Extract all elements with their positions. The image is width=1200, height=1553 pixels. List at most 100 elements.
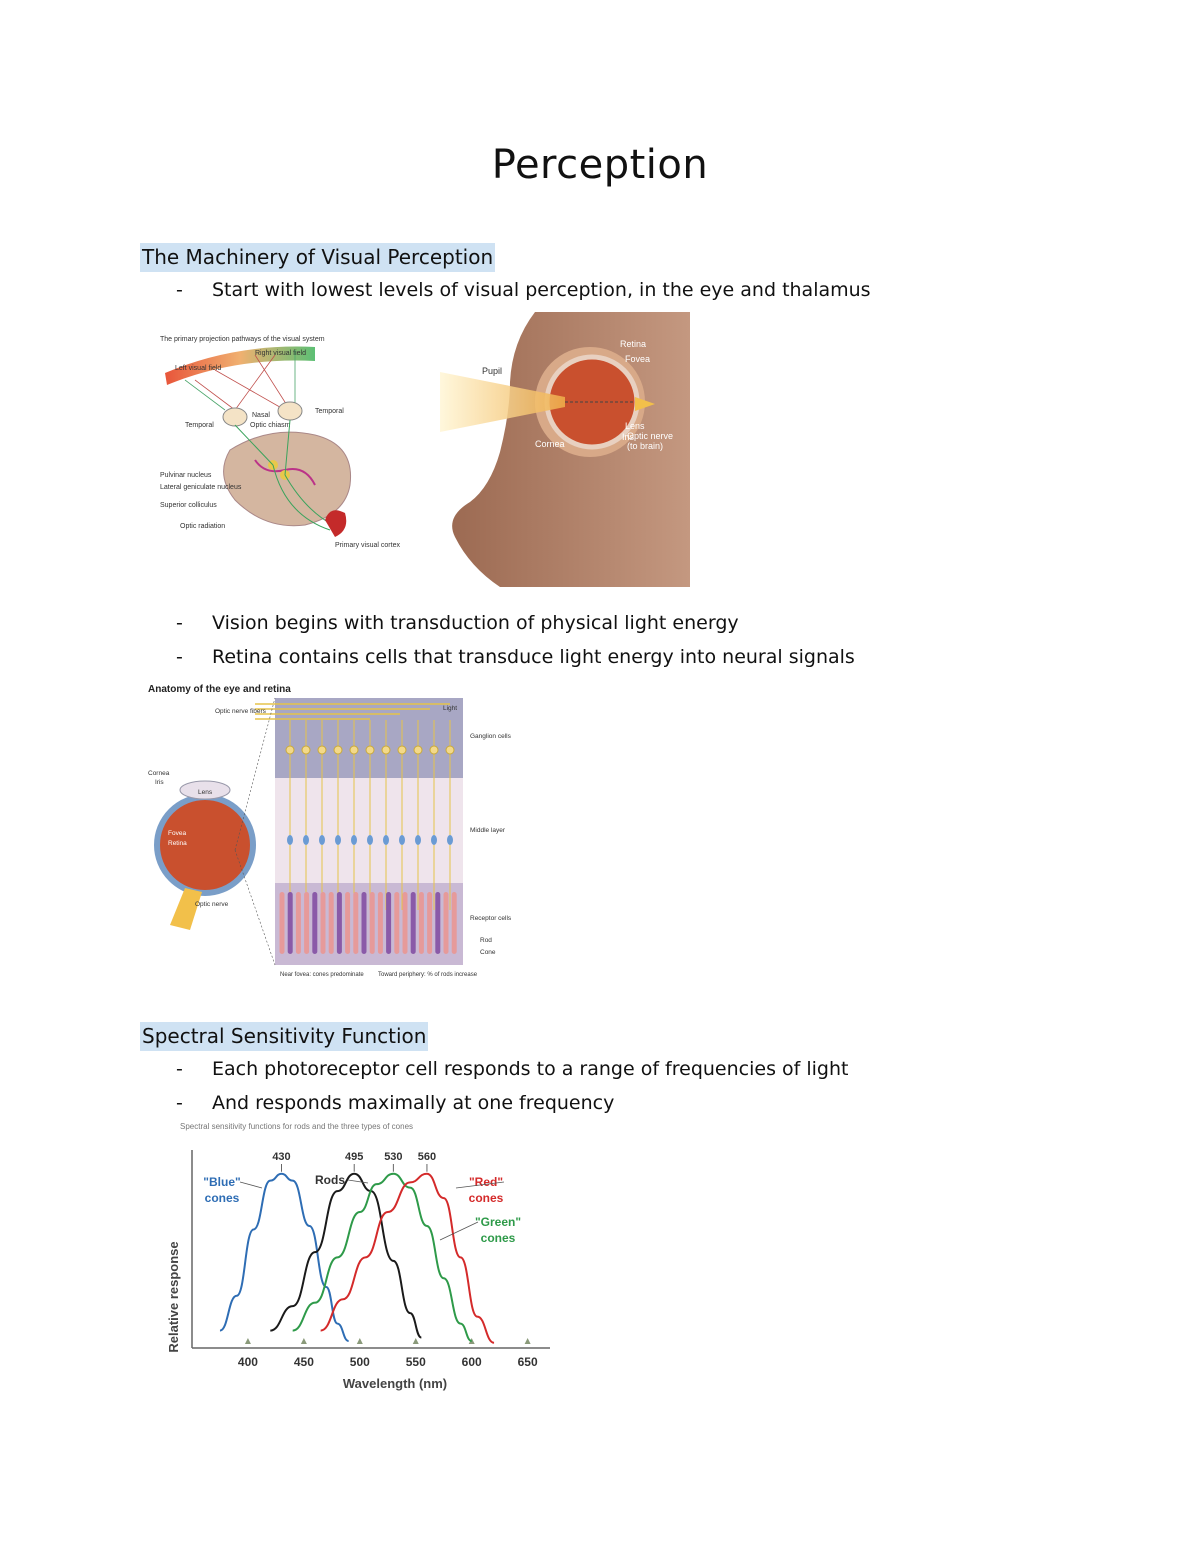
pathways-label: Temporal (315, 408, 344, 415)
retina-label: Receptor cells (470, 915, 512, 922)
pathways-label: Lateral geniculate nucleus (160, 484, 242, 491)
retina-title: Anatomy of the eye and retina (148, 684, 291, 695)
eye-label: Cornea (535, 439, 565, 449)
x-tick-mark (412, 1338, 419, 1344)
rod-cell (336, 892, 342, 954)
bullet-text: Vision begins with transduction of physi… (212, 612, 739, 634)
pathways-label: Superior colliculus (160, 502, 217, 509)
chart-title: Spectral sensitivity functions for rods … (180, 1122, 413, 1131)
right-eye-shape (277, 401, 303, 421)
eye-label: Pupil (482, 366, 502, 376)
cone-cell (320, 892, 326, 954)
visual-cortex-shape (325, 510, 347, 537)
series-line (320, 1172, 495, 1344)
optic-fiber-lines (255, 703, 450, 720)
receptor-layer-band (275, 883, 463, 965)
ganglion-cell (349, 745, 359, 755)
bipolar-cell (383, 835, 389, 845)
eye-label: Iris (622, 432, 634, 442)
bullet-text: Each photoreceptor cell responds to a ra… (212, 1058, 849, 1080)
projection-lines (184, 350, 296, 411)
bullet-dash: - (176, 612, 183, 634)
cone-cell (418, 892, 424, 954)
x-tick-mark (244, 1338, 251, 1344)
x-tick-mark (300, 1338, 307, 1344)
cone-cell (328, 892, 334, 954)
series-label-leader (347, 1179, 369, 1184)
pathways-label: Right visual field (255, 350, 306, 357)
bullet-text: Start with lowest levels of visual perce… (212, 279, 871, 301)
section-heading-machinery: The Machinery of Visual Perception (140, 243, 496, 272)
series-label-leader (455, 1181, 505, 1189)
ganglion-cell (413, 745, 423, 755)
visual-field-band (165, 346, 315, 385)
projection-lines (194, 354, 291, 411)
pathways-label: Temporal (185, 422, 214, 429)
eye-label: Fovea (625, 354, 650, 364)
series-line (292, 1172, 473, 1343)
cone-cell (451, 892, 457, 954)
bipolar-cell (319, 835, 325, 845)
middle-layer-band (275, 778, 463, 883)
visual-pathways-figure: The primary projection pathways of the v… (160, 336, 400, 549)
bullet-dash: - (176, 1092, 183, 1114)
series-name-label: "Blue" (203, 1175, 240, 1189)
pathways-title: The primary projection pathways of the v… (160, 336, 325, 343)
pathways-label: Primary visual cortex (335, 542, 400, 549)
eye-label: (to brain) (627, 441, 663, 451)
ganglion-cell (445, 745, 455, 755)
retina-label: Iris (155, 779, 164, 786)
bullet-dash: - (176, 646, 183, 668)
zoom-guide-lines (234, 697, 276, 966)
retina-label: Middle layer (470, 827, 506, 834)
ganglion-layer-band (275, 698, 463, 778)
bipolar-cell (351, 835, 357, 845)
bipolar-cell (447, 835, 453, 845)
series-line (219, 1172, 349, 1343)
cone-cell (443, 892, 449, 954)
eye-label: Optic nerve (627, 431, 673, 441)
cone-cell (345, 892, 351, 954)
series-name-label: "Green" (475, 1215, 521, 1229)
rod-cell (312, 892, 318, 954)
retina-anatomy-figure: Anatomy of the eye and retina Optic nerv… (148, 684, 512, 978)
cone-cell (279, 892, 285, 954)
peak-value-label: 430 (272, 1151, 290, 1163)
bullet-item: - Each photoreceptor cell responds to a … (176, 1058, 849, 1080)
cone-cell (295, 892, 301, 954)
optic-tract-lines (234, 419, 334, 531)
x-tick-label: 650 (518, 1355, 538, 1369)
ganglion-cell (429, 745, 439, 755)
bipolar-cell (335, 835, 341, 845)
x-tick-label: 500 (350, 1355, 370, 1369)
optic-nerve-shape (635, 397, 655, 411)
pathways-label: Optic chiasm (250, 422, 291, 429)
rod-cell (361, 892, 367, 954)
rod-cell (386, 892, 392, 954)
cone-cell (304, 892, 310, 954)
pathways-label: Left visual field (175, 365, 221, 372)
series-name-label: cones (205, 1191, 240, 1205)
retina-label: Fovea (168, 830, 186, 837)
bipolar-cell (431, 835, 437, 845)
retina-label: Retina (168, 840, 187, 847)
retinal-cell-columns (279, 720, 457, 954)
bipolar-cell (367, 835, 373, 845)
series-label-leader (439, 1221, 479, 1241)
series-name-label: "Red" (469, 1175, 503, 1189)
retina-label: Near fovea: cones predominate (280, 972, 364, 978)
x-tick-label: 450 (294, 1355, 314, 1369)
retina-label: Light (443, 705, 457, 712)
cone-cell (427, 892, 433, 954)
cone-cell (402, 892, 408, 954)
ganglion-cell (397, 745, 407, 755)
bullet-item: - And responds maximally at one frequenc… (176, 1092, 614, 1114)
optic-nerve-shape (170, 888, 202, 930)
eye-label: Retina (620, 339, 646, 349)
section-heading-spectral: Spectral Sensitivity Function (140, 1022, 429, 1051)
chart-y-axis-label: Relative response (166, 1241, 181, 1352)
x-tick-label: 600 (462, 1355, 482, 1369)
bullet-item: - Retina contains cells that transduce l… (176, 646, 855, 668)
bipolar-cell (303, 835, 309, 845)
ganglion-cell (365, 745, 375, 755)
